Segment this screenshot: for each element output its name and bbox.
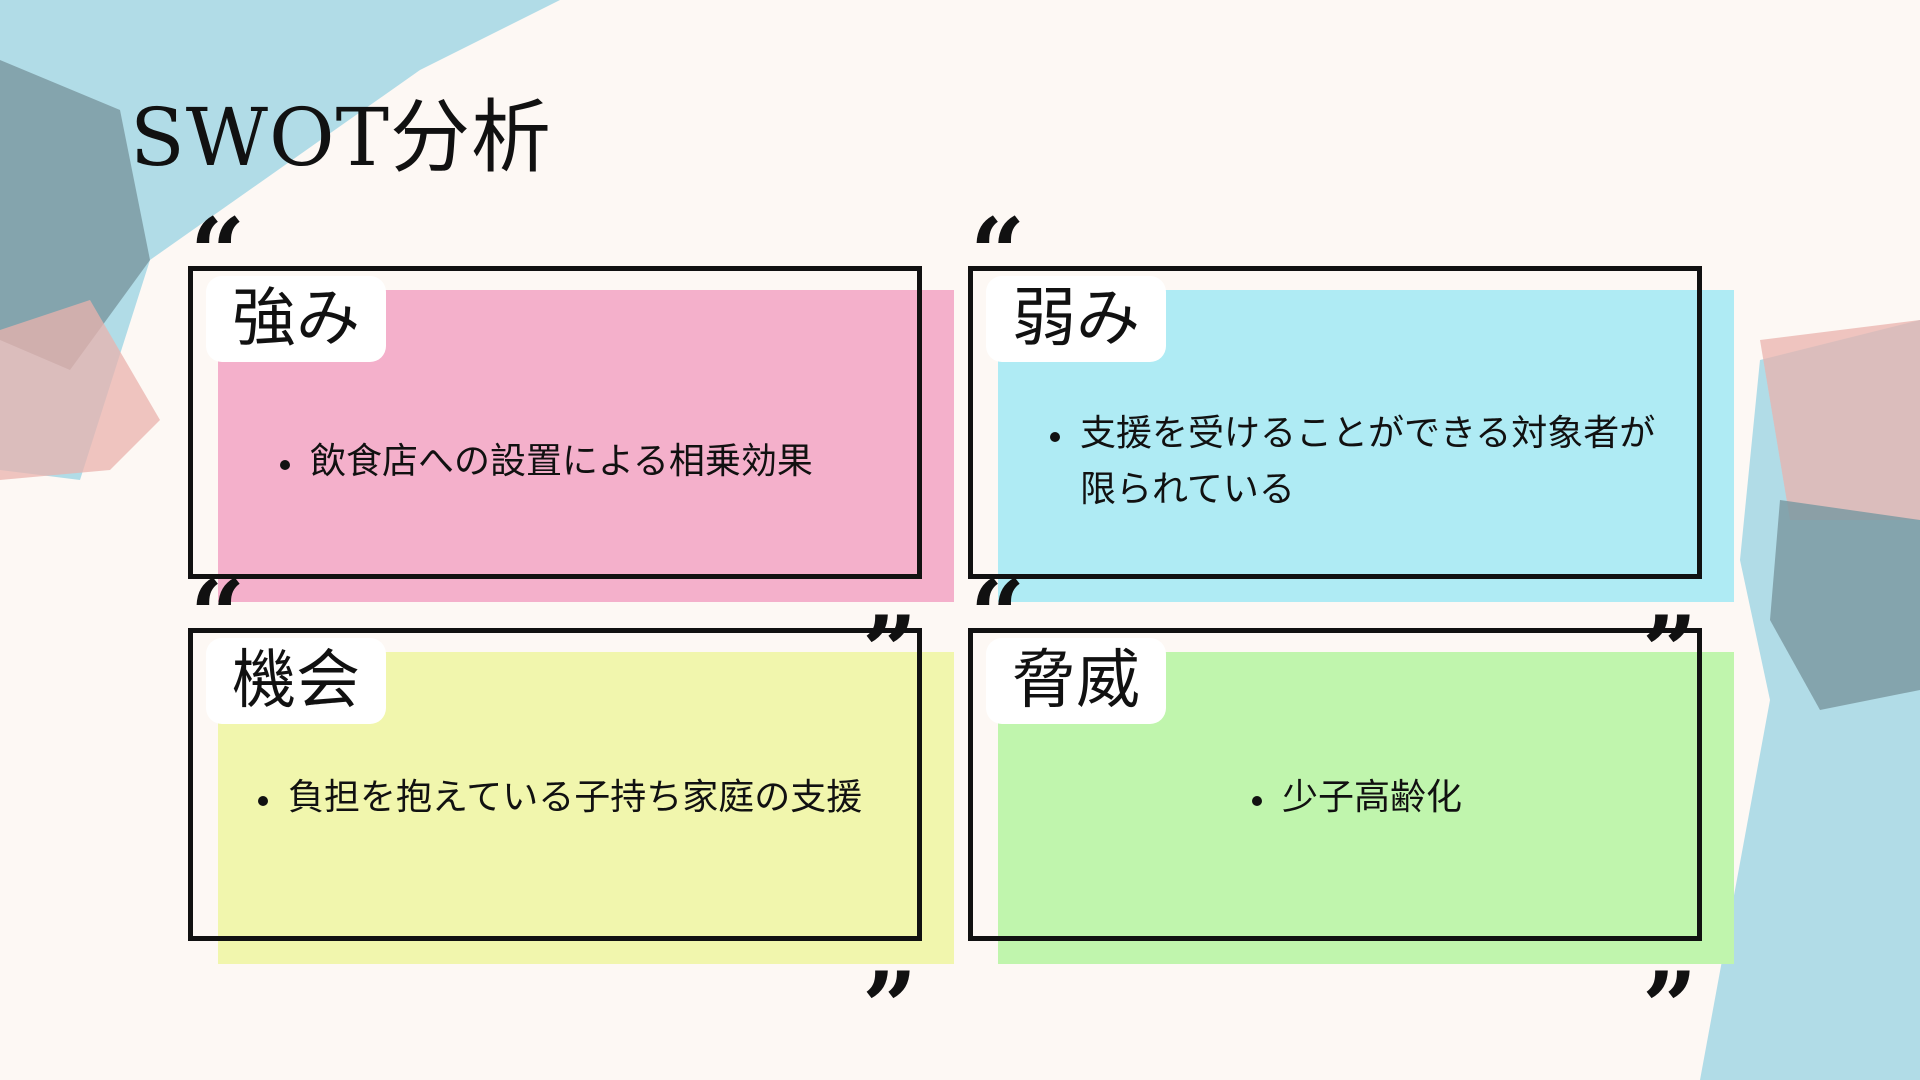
card-threats: 脅威 少子高齢化 [968, 628, 1748, 968]
card-weaknesses-label: 弱み [986, 276, 1166, 362]
card-weaknesses-list: 支援を受けることができる対象者が限られている [1046, 406, 1666, 518]
card-strengths-frame [188, 266, 922, 579]
close-quote-icon: ” [1642, 951, 1698, 1064]
list-item: 飲食店への設置による相乗効果 [276, 434, 876, 490]
card-weaknesses: 弱み 支援を受けることができる対象者が限られている [968, 266, 1748, 606]
open-quote-icon: “ [190, 559, 246, 672]
card-opportunities-label: 機会 [206, 638, 386, 724]
card-threats-label: 脅威 [986, 638, 1166, 724]
list-item: 負担を抱えている子持ち家庭の支援 [254, 770, 914, 826]
card-opportunities-frame [188, 628, 922, 941]
card-strengths-label: 強み [206, 276, 386, 362]
card-opportunities: 機会 負担を抱えている子持ち家庭の支援 [188, 628, 968, 968]
page-title: SWOT分析 [130, 91, 552, 184]
close-quote-icon: ” [862, 595, 918, 708]
open-quote-icon: “ [190, 197, 246, 310]
card-weaknesses-frame [968, 266, 1702, 579]
open-quote-icon: “ [970, 197, 1026, 310]
card-threats-list: 少子高齢化 [1248, 770, 1668, 826]
card-threats-frame [968, 628, 1702, 941]
close-quote-icon: ” [862, 951, 918, 1064]
list-item: 少子高齢化 [1248, 770, 1668, 826]
open-quote-icon: “ [970, 559, 1026, 672]
close-quote-icon: ” [1642, 595, 1698, 708]
card-opportunities-list: 負担を抱えている子持ち家庭の支援 [254, 770, 914, 826]
card-strengths-list: 飲食店への設置による相乗効果 [276, 434, 876, 490]
card-strengths: 強み 飲食店への設置による相乗効果 [188, 266, 968, 606]
list-item: 支援を受けることができる対象者が限られている [1046, 406, 1666, 518]
